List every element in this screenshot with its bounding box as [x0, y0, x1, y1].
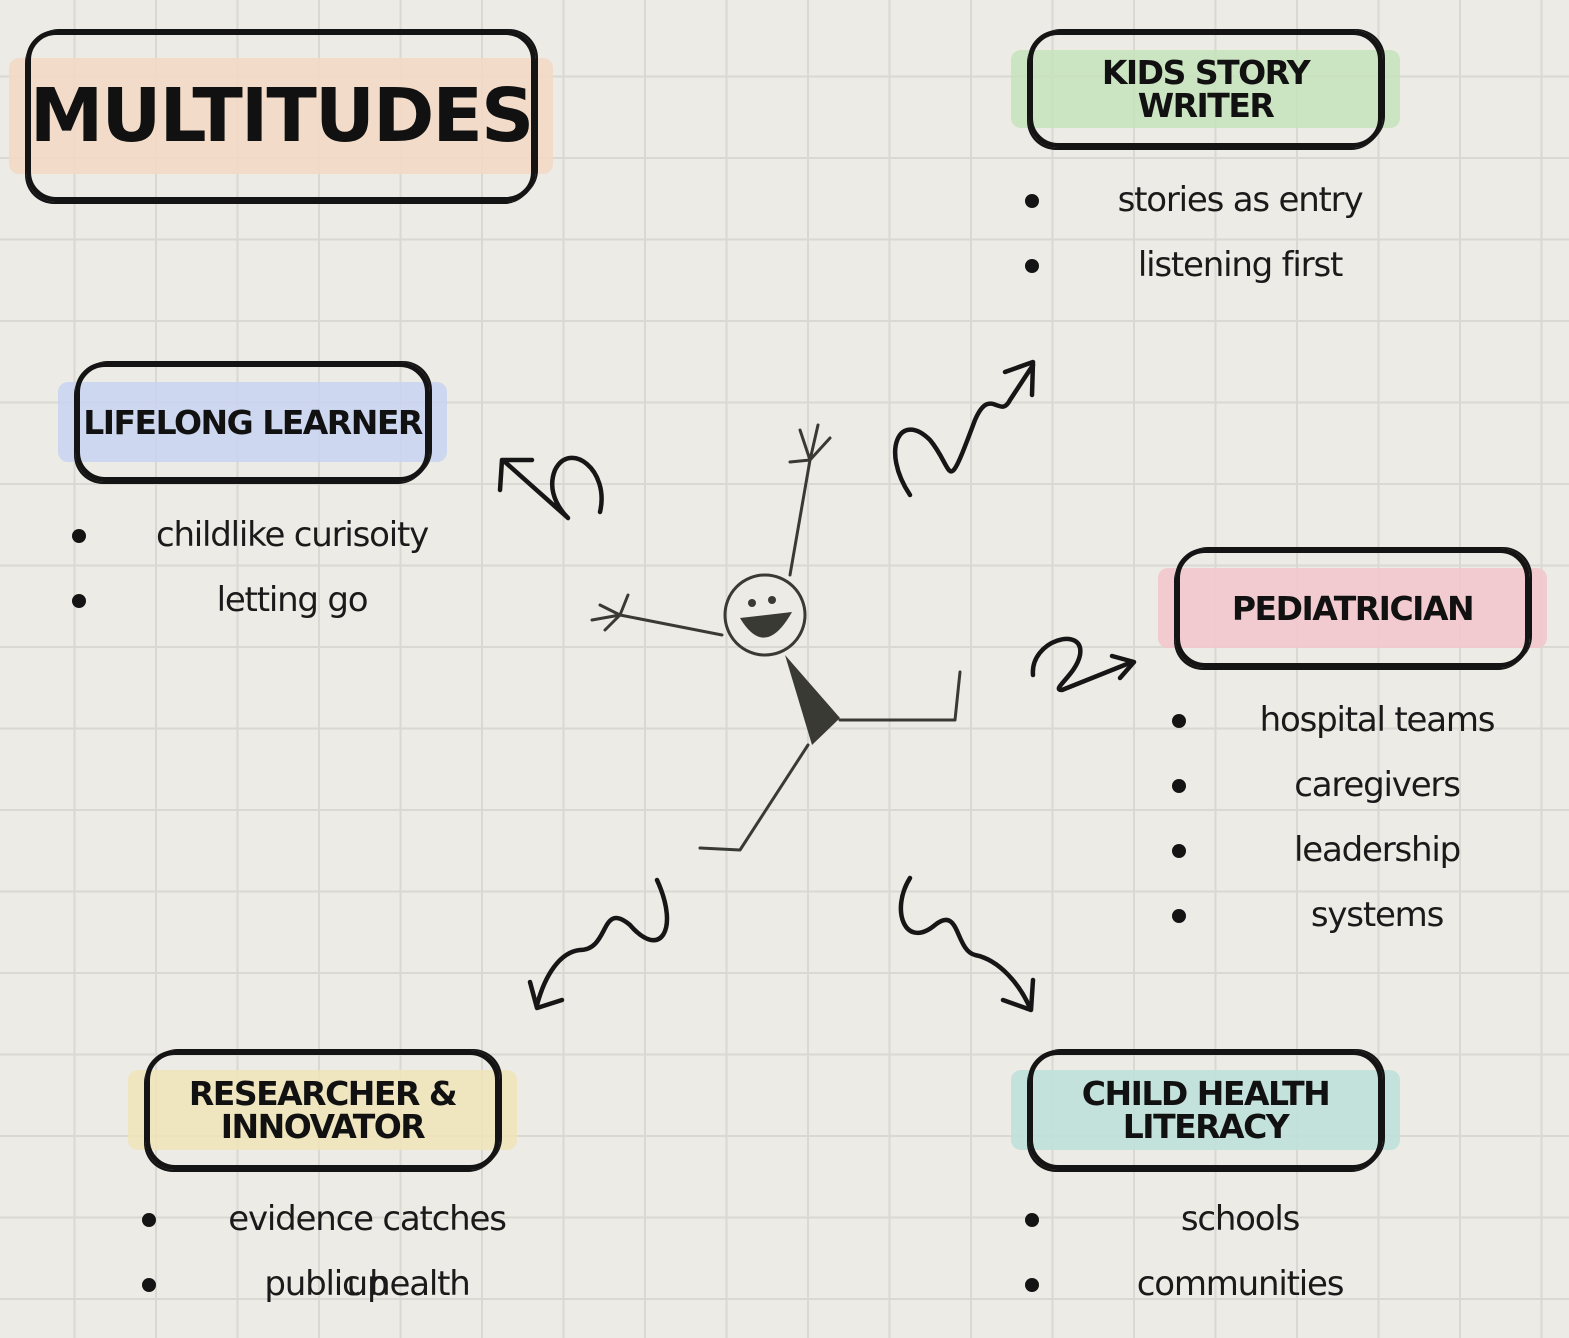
bullet-dot — [1025, 1213, 1039, 1227]
figure-leg-right — [838, 670, 962, 722]
lifelong-learner-bullets: childlike curisoity letting go — [72, 503, 442, 633]
child-health-literacy-bullets: schools communities — [1025, 1187, 1385, 1317]
figure-head — [723, 573, 807, 657]
title-box: MULTITUDES — [9, 30, 553, 202]
node-lifelong-learner: LIFELONG LEARNER — [58, 362, 447, 482]
bullet-dot — [72, 529, 86, 543]
node-label: CHILD HEALTH LITERACY — [1081, 1074, 1331, 1146]
node-label: PEDIATRICIAN — [1231, 588, 1475, 628]
kids-story-writer-bullets: stories as entry listening first — [1025, 168, 1385, 298]
list-item: childlike curisoity — [72, 503, 442, 568]
figure-hand-left — [590, 593, 630, 632]
node-label: RESEARCHER & INNOVATOR — [188, 1074, 458, 1146]
node-child-health-literacy: CHILD HEALTH LITERACY — [1011, 1050, 1400, 1170]
node-label: KIDS STORY WRITER — [1101, 53, 1311, 125]
node-label: LIFELONG LEARNER — [83, 402, 423, 442]
figure-eye-left — [748, 599, 756, 607]
list-item: stories as entry — [1025, 168, 1385, 233]
list-item: schools — [1025, 1187, 1385, 1252]
list-item: leadership — [1172, 818, 1512, 883]
bullet-dot — [142, 1213, 156, 1227]
figure-eye-right — [768, 596, 776, 604]
pediatrician-bullets: hospital teams caregivers leadership sys… — [1172, 688, 1512, 948]
researcher-innovator-bullets: evidence catches up public health — [142, 1187, 522, 1317]
page-title: MULTITUDES — [29, 73, 534, 159]
list-item: evidence catches up — [142, 1187, 522, 1304]
figure-hand-up — [788, 423, 832, 464]
bullet-dot — [142, 1278, 156, 1292]
bullet-dot — [1172, 779, 1186, 793]
figure-body — [785, 655, 840, 745]
bullet-dot — [1025, 1278, 1039, 1292]
list-item: hospital teams — [1172, 688, 1512, 753]
list-item: listening first — [1025, 233, 1385, 298]
node-pediatrician: PEDIATRICIAN — [1158, 548, 1547, 668]
figure-leg-left — [698, 743, 810, 852]
arrow-to-lifelong-learner — [497, 455, 604, 521]
stick-figure — [590, 423, 962, 852]
arrow-to-researcher-innovator — [527, 877, 670, 1011]
arrow-to-kids-story-writer — [892, 359, 1036, 498]
list-item: public health — [142, 1252, 522, 1317]
list-item: communities — [1025, 1252, 1385, 1317]
node-researcher-innovator: RESEARCHER & INNOVATOR — [128, 1050, 517, 1170]
list-item: caregivers — [1172, 753, 1512, 818]
arrow-to-child-health-literacy — [898, 875, 1036, 1013]
node-kids-story-writer: KIDS STORY WRITER — [1011, 30, 1400, 148]
figure-arm-left — [618, 613, 724, 637]
bullet-dot — [1025, 259, 1039, 273]
bullet-dot — [1172, 714, 1186, 728]
list-item: letting go — [72, 568, 442, 633]
bullet-dot — [1172, 844, 1186, 858]
bullet-dot — [1172, 909, 1186, 923]
arrow-to-pediatrician — [1030, 636, 1137, 693]
figure-mouth — [740, 612, 792, 638]
figure-arm-up — [788, 458, 812, 577]
bullet-dot — [72, 594, 86, 608]
list-item: systems — [1172, 883, 1512, 948]
bullet-dot — [1025, 194, 1039, 208]
